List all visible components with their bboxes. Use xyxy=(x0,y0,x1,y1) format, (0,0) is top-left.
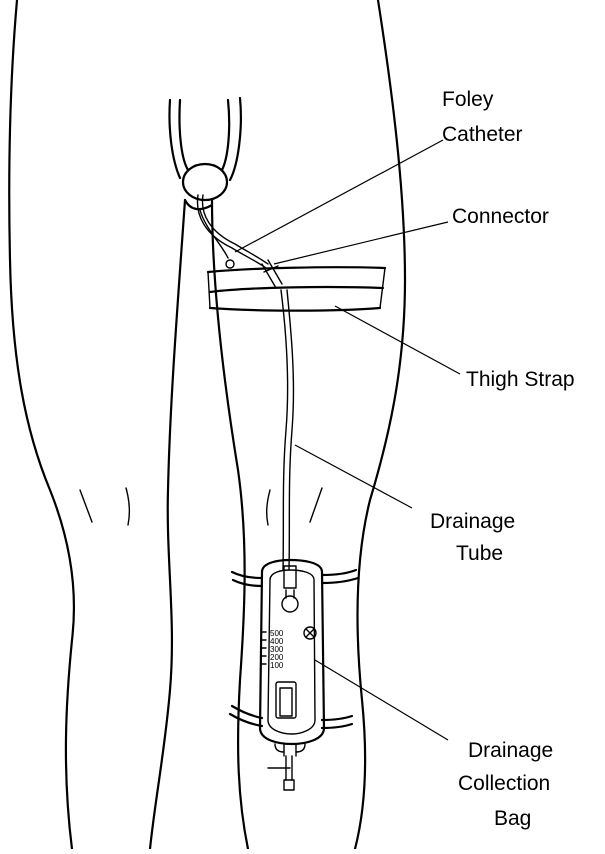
drainage-tube xyxy=(281,290,293,570)
label-drainage-tube: Drainage Tube xyxy=(430,510,521,565)
drainage-collection-bag xyxy=(260,560,324,790)
label-foley-catheter: Foley Catheter xyxy=(442,88,523,146)
legs-outline xyxy=(9,0,405,849)
label-drainage-collection-bag: Drainage Collection Bag xyxy=(458,739,559,830)
thigh-strap xyxy=(208,267,385,310)
connector xyxy=(262,260,282,288)
label-connector: Connector xyxy=(452,205,549,228)
bag-scale-value: 100 xyxy=(270,661,284,670)
label-thigh-strap: Thigh Strap xyxy=(466,368,575,391)
